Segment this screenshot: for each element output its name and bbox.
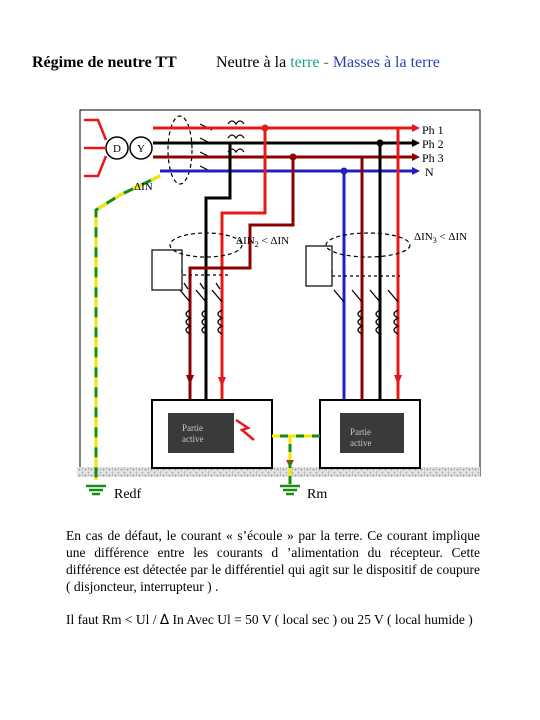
fault-lightning-icon (235, 418, 255, 441)
right-rcd-link (331, 270, 400, 277)
label-neutral: N (425, 165, 434, 179)
transformer-secondary-coil (129, 136, 153, 160)
page-subtitle: Neutre à la terre - Masses à la terre (216, 54, 440, 72)
subtitle-part-3: - (319, 54, 333, 71)
right-rcd-housing (305, 245, 333, 287)
right-residual-sub: 3 (433, 236, 437, 245)
right-feeder-wires (342, 143, 382, 400)
label-ph1: Ph 1 (422, 123, 444, 137)
right-breaker (333, 289, 400, 335)
explanation-paragraph: En cas de défaut, le courant « s’écoule … (66, 528, 480, 594)
feeder-arrows (186, 375, 402, 387)
right-load-label-1: Partie (350, 427, 371, 437)
right-residual-label: ΔIN3 < ΔIN (414, 231, 467, 245)
subtitle-part-1: Neutre à la (216, 54, 291, 71)
masses-earth-wire-yellow (272, 434, 320, 486)
busbar-arrows (412, 124, 420, 175)
label-ph2: Ph 2 (422, 137, 444, 151)
transformer-d-label: D (113, 143, 121, 155)
earth-label-left: Redf (114, 487, 142, 502)
subtitle-part-2: terre (290, 54, 320, 71)
right-load-label-2: active (350, 438, 372, 448)
subtitle-part-4: Masses à la terre (332, 54, 440, 71)
left-rcd-toroid (169, 232, 243, 258)
right-residual-b: < ΔIN (437, 231, 467, 243)
condition-text-a: Il faut Rm < Ul / (66, 612, 160, 627)
source-earth-wire-green (94, 174, 161, 480)
right-load: Partie active (319, 399, 421, 469)
label-ph3: Ph 3 (422, 151, 444, 165)
source-transformer: D Y (105, 136, 153, 160)
right-residual-a: ΔIN (414, 231, 433, 243)
earth-electrode-left (86, 484, 106, 496)
page-title: Régime de neutre TT (32, 54, 177, 71)
ground-strip (77, 467, 480, 477)
busbars (153, 126, 412, 173)
source-residual-toroid (167, 115, 193, 185)
delta-symbol: Δ (159, 612, 170, 628)
left-rcd-housing (151, 249, 183, 291)
left-residual-sub: 2 (255, 240, 259, 249)
left-residual-b: < ΔIN (259, 235, 289, 247)
left-load-label-1: Partie (182, 423, 203, 433)
left-residual-label: ΔIN2 < ΔIN (236, 235, 289, 249)
condition-paragraph: Il faut Rm < Ul / Δ In Avec Ul = 50 V ( … (66, 611, 480, 629)
primary-supply-wires (84, 118, 108, 178)
left-rcd-link (181, 270, 230, 276)
left-load-active-part (168, 413, 234, 453)
earth-electrode-right (280, 484, 300, 496)
right-feeder-wires-2 (360, 128, 400, 400)
condition-text-b: In Avec Ul = 50 V ( local sec ) ou 25 V … (169, 612, 473, 627)
right-rcd-toroid (325, 232, 411, 258)
left-load-label-2: active (182, 434, 204, 444)
left-breaker (179, 282, 224, 335)
line-labels: Ph 1 Ph 2 Ph 3 N (422, 123, 444, 179)
left-residual-a: ΔIN (236, 235, 255, 247)
source-earth-wire-yellow (94, 174, 161, 480)
earth-label-right: Rm (307, 487, 327, 502)
source-residual-label: ΔIN (134, 181, 153, 193)
left-load: Partie active (151, 399, 273, 469)
right-load-active-part (340, 413, 404, 453)
masses-earth-wire-green (272, 434, 320, 486)
transformer-y-label: Y (137, 143, 145, 155)
